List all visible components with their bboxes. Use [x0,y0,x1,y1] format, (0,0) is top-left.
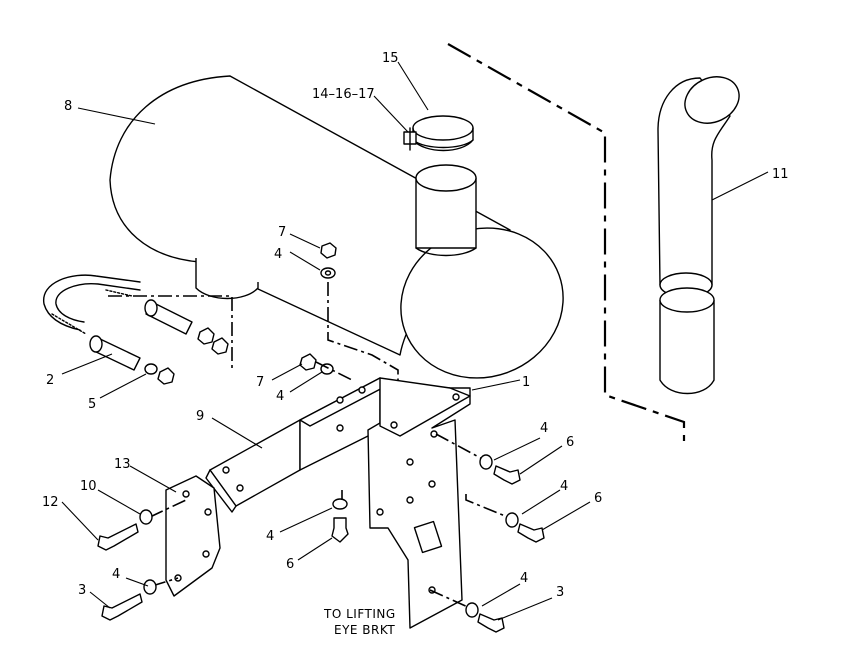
washer-4f [332,498,348,510]
cap-screw-3b [477,613,505,633]
washer-4d [505,512,519,528]
callout-14-16-17: 14–16–17 [312,87,375,102]
u-bolt-sleeves [89,299,193,371]
callout-6c: 6 [286,557,294,572]
washer-nut-5 [144,363,175,385]
callout-15: 15 [382,51,399,66]
side-plate [165,475,221,597]
callout-labels: 8 15 14–16–17 11 7 4 2 5 7 4 1 9 4 6 13 … [42,51,789,600]
callout-7a: 7 [278,225,286,240]
callout-8: 8 [64,99,72,114]
note-line-1: TO LIFTING [323,607,396,621]
mounting-bracket [205,377,391,513]
assembly-path-bolt-3 [429,589,471,609]
callout-4d: 4 [560,479,568,494]
assembly-path-bolt-1 [435,433,489,463]
callout-12: 12 [42,495,59,510]
assembly-path-7b [315,361,353,381]
callout-4a: 4 [274,247,282,262]
cap-screw-6c [331,517,349,543]
washer-4e [465,602,479,618]
callout-3b: 3 [556,585,564,600]
callout-1: 1 [522,375,530,390]
cap-screw-6b [517,523,545,543]
hex-nut-5-top [197,327,229,355]
washer-4a [320,267,336,279]
callout-11: 11 [772,167,789,182]
clamp [412,115,474,152]
hex-nut-7b [299,353,317,371]
callout-4b: 4 [276,389,284,404]
washer-4c [479,454,493,470]
callout-7b: 7 [256,375,264,390]
callout-2: 2 [46,373,54,388]
note-lifting-eye: TO LIFTING EYE BRKT [323,607,396,637]
callout-10: 10 [80,479,97,494]
leader-lines [61,61,769,621]
callout-13: 13 [114,457,131,472]
cap-screw-12 [97,523,139,551]
callout-6a: 6 [566,435,574,450]
note-line-2: EYE BRKT [334,623,395,637]
u-bolt [43,274,141,335]
muffler [109,75,564,379]
callout-4f: 4 [266,529,274,544]
exhaust-stack [657,76,740,395]
clamp-bolt-nut [403,127,417,151]
assembly-path-bolt-5 [149,499,187,518]
hex-nut-7a [320,242,337,259]
callout-4g: 4 [112,567,120,582]
callout-5: 5 [88,397,96,412]
assembly-path-bolt-2 [465,494,511,519]
cap-screw-6a [493,465,521,485]
callout-4e: 4 [520,571,528,586]
cap-screw-3a [101,593,143,621]
callout-6b: 6 [594,491,602,506]
callout-4c: 4 [540,421,548,436]
callout-3a: 3 [78,583,86,598]
washer-4g [143,579,157,595]
support-plate [367,377,471,629]
washer-10 [139,509,153,525]
callout-9: 9 [196,409,204,424]
